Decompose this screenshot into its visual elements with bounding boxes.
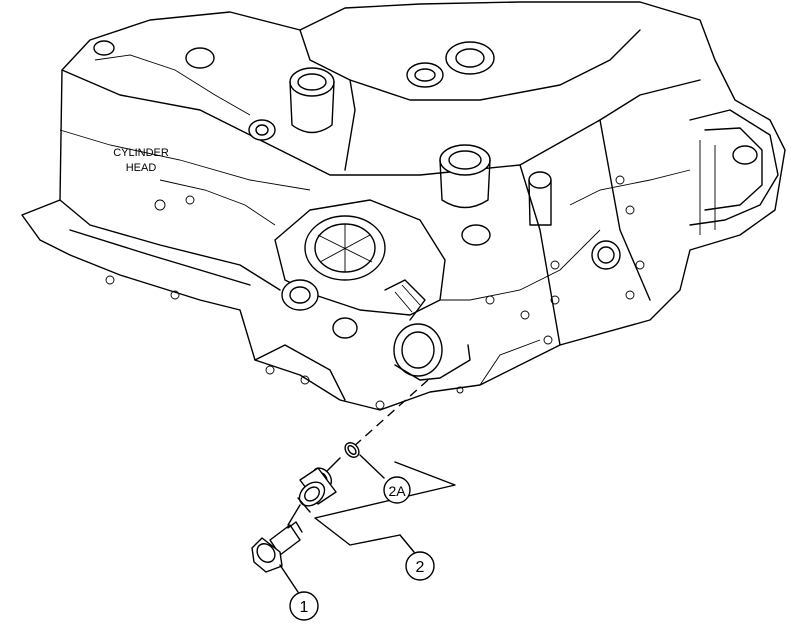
- assembly-centerline: [351, 379, 429, 449]
- leader-1: [279, 564, 299, 593]
- callout-2a: 2A: [383, 476, 411, 504]
- bracket-2: [314, 461, 456, 546]
- cylinder-head-outline: [21, 1, 786, 411]
- bolt: [251, 521, 303, 573]
- callout-1: 1: [289, 591, 319, 621]
- callout-2a-text: 2A: [388, 483, 406, 499]
- cylinder-head-label: CYLINDER HEAD: [113, 147, 169, 174]
- callout-1-text: 1: [300, 599, 309, 616]
- cylinder-head: [21, 1, 786, 411]
- bolt-axis-line: [287, 504, 301, 526]
- fitting-assembly: [297, 467, 337, 513]
- cylinder-head-label-line1: CYLINDER: [113, 147, 169, 159]
- cylinder-head-label-line2: HEAD: [126, 162, 157, 174]
- leader-2a: [359, 454, 385, 479]
- callout-2-text: 2: [416, 559, 425, 576]
- leader-2: [399, 534, 415, 553]
- o-ring-seal: [344, 442, 360, 458]
- callout-2: 2: [405, 551, 435, 581]
